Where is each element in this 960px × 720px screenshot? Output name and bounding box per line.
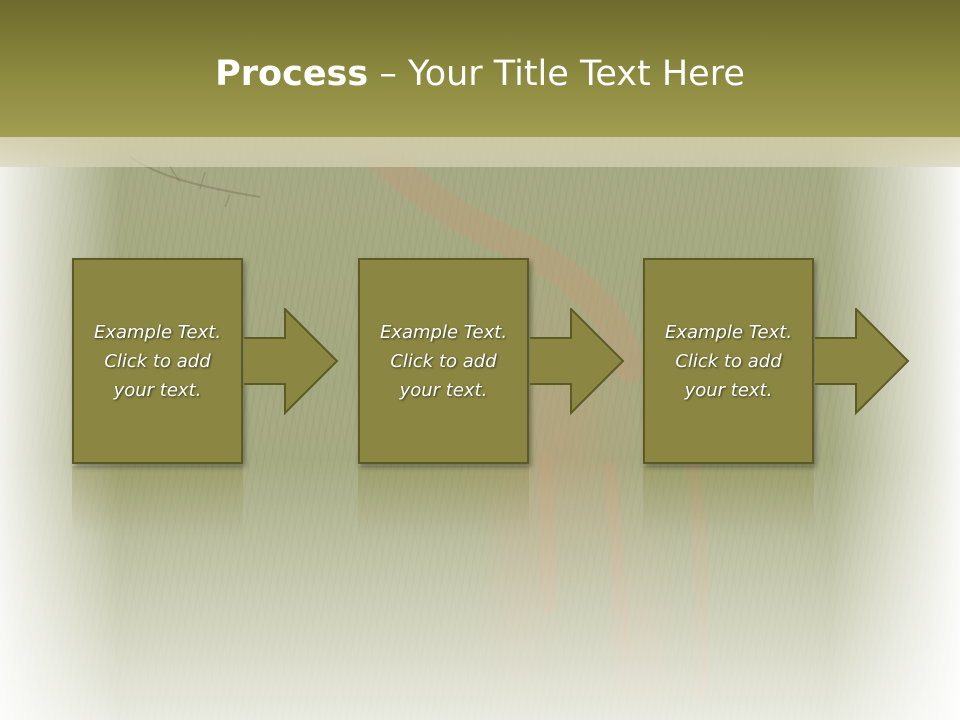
title-rest: – Your Title Text Here (368, 54, 745, 94)
title-bold: Process (215, 54, 369, 94)
step-3-reflection (643, 466, 814, 536)
step-1-reflection (72, 466, 243, 536)
step-1-text: Example Text. Click to add your text. (93, 321, 222, 401)
bottom-fade (0, 460, 960, 720)
title-strip (0, 137, 960, 167)
step-3-arrow (815, 308, 910, 416)
step-2-text: Example Text. Click to add your text. (379, 321, 508, 401)
step-1-box[interactable]: Example Text. Click to add your text. (72, 258, 243, 464)
step-2-reflection (358, 466, 529, 536)
title-band (0, 0, 960, 137)
step-3-box[interactable]: Example Text. Click to add your text. (643, 258, 814, 464)
step-2-arrow (530, 308, 625, 416)
slide-title[interactable]: Process – Your Title Text Here (0, 50, 960, 98)
step-1-arrow (244, 308, 339, 416)
step-2-box[interactable]: Example Text. Click to add your text. (358, 258, 529, 464)
step-3-text: Example Text. Click to add your text. (664, 321, 793, 401)
